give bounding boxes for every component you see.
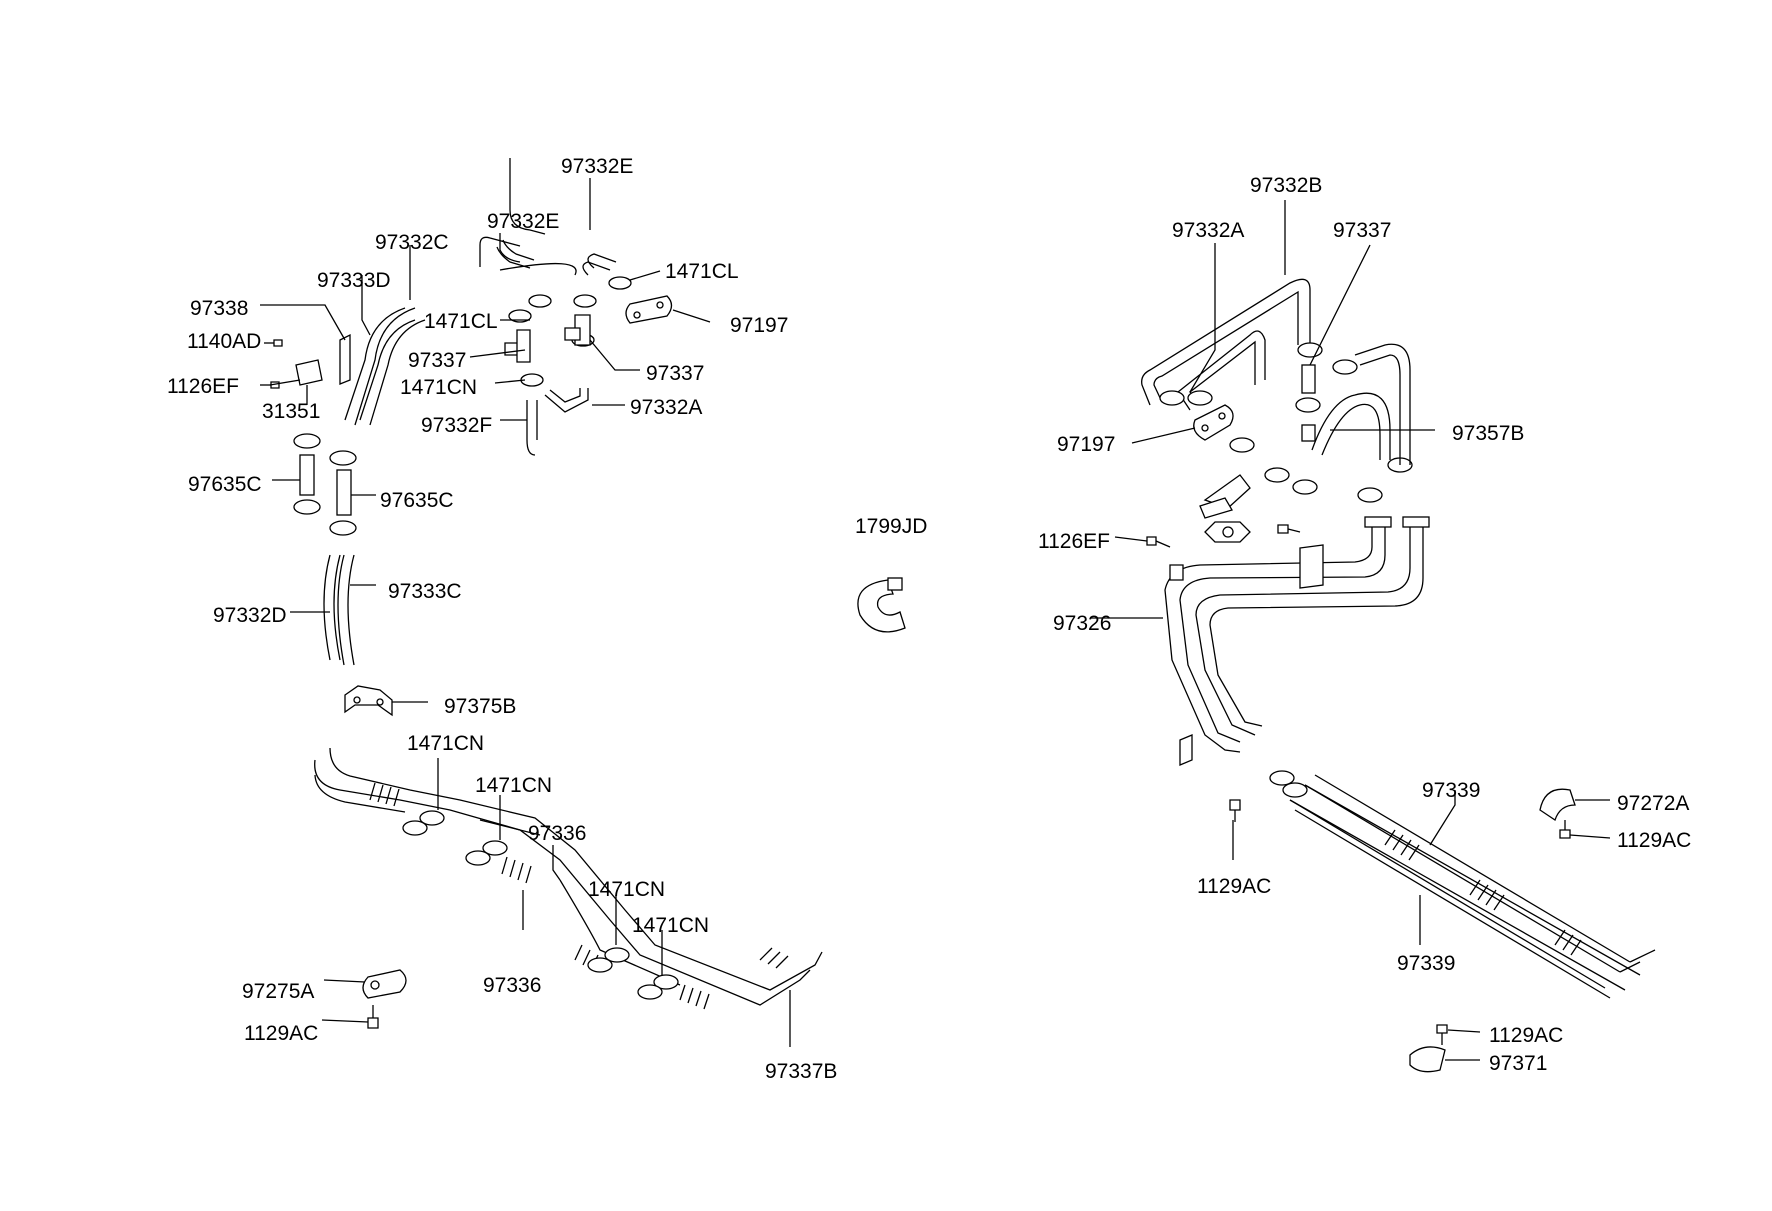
callout-97357b: 97357B	[1452, 422, 1524, 445]
callout-1129ac-right-a: 1129AC	[1617, 829, 1691, 852]
callout-97197-left: 97197	[730, 314, 788, 337]
callout-1471cn-top: 1471CN	[400, 376, 477, 399]
left-hose-assembly	[260, 158, 823, 1029]
callout-97337-right-assembly: 97337	[1333, 219, 1391, 242]
callout-1126ef-right: 1126EF	[1038, 530, 1110, 553]
callout-97339-bottom: 97339	[1397, 952, 1455, 975]
callout-97337-left: 97337	[408, 349, 466, 372]
callout-1140ad: 1140AD	[187, 330, 261, 353]
callout-97332b: 97332B	[1250, 174, 1322, 197]
callout-97337b: 97337B	[765, 1060, 837, 1083]
callout-1471cn-d: 1471CN	[632, 914, 709, 937]
callout-31351: 31351	[262, 400, 320, 423]
callout-1471cn-a: 1471CN	[407, 732, 484, 755]
callout-1799jd: 1799JD	[855, 515, 927, 538]
callout-97332a-right: 97332A	[1172, 219, 1244, 242]
callout-1471cn-b: 1471CN	[475, 774, 552, 797]
callout-1129ac-right-c: 1129AC	[1489, 1024, 1563, 1047]
callout-97338: 97338	[190, 297, 248, 320]
leader-lines	[260, 178, 1611, 1061]
clip-1799jd	[857, 577, 906, 633]
callout-97635c-right: 97635C	[380, 489, 454, 512]
callout-1471cl-mid: 1471CL	[424, 310, 498, 333]
callout-1126ef-left: 1126EF	[167, 375, 239, 398]
callout-97275a: 97275A	[242, 980, 314, 1003]
callout-97332f: 97332F	[421, 414, 492, 437]
callout-97337-right: 97337	[646, 362, 704, 385]
callout-97339-top: 97339	[1422, 779, 1480, 802]
callout-97635c-left: 97635C	[188, 473, 262, 496]
callout-97332c: 97332C	[375, 231, 449, 254]
callout-97332e-left: 97332E	[487, 210, 559, 233]
callout-1129ac-left: 1129AC	[244, 1022, 318, 1045]
callout-97333c: 97333C	[388, 580, 462, 603]
callout-97336-bottom: 97336	[483, 974, 541, 997]
right-hose-assembly	[1141, 278, 1656, 1073]
callout-97197-right: 97197	[1057, 433, 1115, 456]
callout-97332d: 97332D	[213, 604, 287, 627]
callout-97272a: 97272A	[1617, 792, 1689, 815]
callout-labels: 97332E 97332E 1471CL 97332C 97333D 97338…	[167, 155, 1691, 1083]
callout-97332a-left: 97332A	[630, 396, 702, 419]
callout-1129ac-right-b: 1129AC	[1197, 875, 1271, 898]
callout-97333d: 97333D	[317, 269, 391, 292]
callout-97371: 97371	[1489, 1052, 1547, 1075]
callout-1471cl-top: 1471CL	[665, 260, 739, 283]
callout-97375b: 97375B	[444, 695, 516, 718]
callout-97332e-top: 97332E	[561, 155, 633, 178]
callout-97326: 97326	[1053, 612, 1111, 635]
callout-1471cn-c: 1471CN	[588, 878, 665, 901]
callout-97336-top: 97336	[528, 822, 586, 845]
